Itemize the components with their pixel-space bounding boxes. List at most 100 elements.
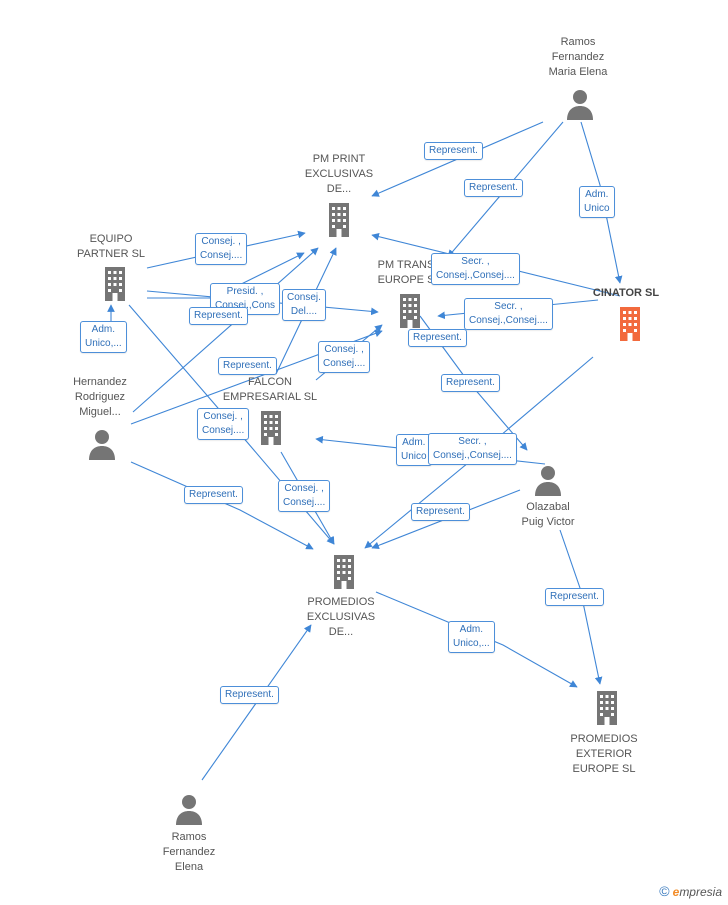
edge-label-line: Adm.	[459, 624, 484, 635]
edge-label[interactable]: Represent.	[441, 374, 500, 392]
edge-label-line: Presid. ,	[226, 286, 264, 297]
edge-label-line: Secr. ,	[461, 256, 490, 267]
edge-label[interactable]: Represent.	[545, 588, 604, 606]
node-label-line: CINATOR SL	[592, 287, 660, 299]
building-icon[interactable]	[100, 266, 130, 302]
edge-label[interactable]: Represent.	[464, 179, 523, 197]
edge-label-line: Adm.	[585, 189, 609, 200]
person-icon[interactable]	[565, 88, 595, 124]
node-label-line: EXCLUSIVAS	[304, 168, 374, 180]
edge-label[interactable]: Represent.	[220, 686, 279, 704]
main-building-icon[interactable]	[615, 306, 645, 342]
node-label-pm-print[interactable]: PM PRINT EXCLUSIVAS DE...	[274, 152, 404, 197]
edge-label-line: Represent.	[469, 182, 518, 193]
building-icon[interactable]	[329, 554, 359, 590]
brand-name: mpresia	[679, 885, 722, 899]
relationship-edge	[130, 461, 314, 550]
edge-label-line: Consej.,Consej....	[436, 270, 515, 281]
node-label-line: PARTNER SL	[76, 248, 146, 260]
relationship-edge	[132, 247, 319, 413]
node-label-cinator[interactable]: CINATOR SL	[561, 286, 691, 301]
node-label-promedios-ext[interactable]: PROMEDIOS EXTERIOR EUROPE SL	[539, 732, 669, 777]
node-label-line: PROMEDIOS	[570, 733, 638, 745]
edge-label-line: Del....	[290, 306, 318, 317]
node-label-line: DE...	[326, 183, 352, 195]
edge-label[interactable]: Adm.Unico	[396, 434, 432, 466]
node-label-line: Maria Elena	[548, 66, 608, 78]
edge-label-line: Consej.,Consej....	[433, 450, 512, 461]
node-label-line: EUROPE S	[377, 274, 435, 286]
node-label-line: DE...	[328, 626, 354, 638]
building-icon[interactable]	[592, 690, 622, 726]
node-label-line: Elena	[174, 861, 204, 873]
node-label-line: PM PRINT	[312, 153, 366, 165]
building-icon[interactable]	[395, 293, 425, 329]
edge-label[interactable]: Adm. Unico	[579, 186, 615, 218]
edge-label[interactable]: Consej. Del....	[282, 289, 326, 321]
edge-label[interactable]: Secr. , Consej.,Consej....	[428, 433, 517, 465]
edge-label[interactable]: Consej. , Consej....	[318, 341, 371, 373]
relationship-edge	[580, 121, 623, 284]
node-label-line: Fernandez	[551, 51, 605, 63]
person-icon[interactable]	[533, 464, 563, 500]
node-label-line: PM TRANS	[377, 259, 435, 271]
edge-label[interactable]: Consej. , Consej....	[197, 408, 250, 440]
node-label-line: Fernandez	[162, 846, 216, 858]
person-icon[interactable]	[87, 428, 117, 464]
node-label-pm-trans[interactable]: PM TRANS EUROPE S	[341, 258, 471, 288]
edge-label-line: Consej.	[287, 292, 321, 303]
node-label-line: Puig Victor	[521, 516, 575, 528]
edge-label[interactable]: Consej. ,Consej....	[278, 480, 331, 512]
building-icon[interactable]	[324, 202, 354, 238]
edge-label-line: Consej....	[323, 358, 366, 369]
edge-label[interactable]: Secr. ,Consej.,Consej....	[464, 298, 553, 330]
person-icon[interactable]	[174, 793, 204, 829]
edge-label-line: Consej.,Cons	[215, 300, 276, 311]
edge-label[interactable]: Represent.	[408, 329, 467, 347]
edge-label-line: Consej....	[202, 425, 245, 436]
node-label-line: EMPRESARIAL SL	[222, 391, 318, 403]
edge-label-line: Consej. ,	[203, 411, 243, 422]
edge-label-line: Represent.	[413, 332, 462, 343]
edge-label[interactable]: Represent.	[424, 142, 483, 160]
node-label-falcon[interactable]: FALCON EMPRESARIAL SL	[205, 375, 335, 405]
edge-label-line: Secr. ,	[458, 436, 487, 447]
edge-label[interactable]: Represent.	[411, 503, 470, 521]
edge-label[interactable]: Represent.	[189, 307, 248, 325]
edge-label[interactable]: Adm. Unico,...	[80, 321, 127, 353]
edge-label-line: Adm.	[91, 324, 116, 335]
node-label-line: Hernandez	[73, 376, 127, 388]
edge-label-line: Represent.	[429, 145, 478, 156]
edge-label[interactable]: Represent.	[184, 486, 243, 504]
edge-label-line: Unico,...	[453, 638, 490, 649]
edge-label-line: Represent.	[446, 377, 495, 388]
edge-label[interactable]: Adm. Unico,...	[448, 621, 495, 653]
node-label-line: Olazabal	[526, 501, 570, 513]
brand-mark: e	[672, 885, 680, 899]
building-icon[interactable]	[256, 410, 286, 446]
edge-label-line: Represent.	[194, 310, 243, 321]
node-label-line: Ramos	[560, 36, 596, 48]
empresia-logo: ©empresia	[659, 883, 722, 899]
node-label-line: EUROPE SL	[572, 763, 636, 775]
edge-label-line: Represent.	[225, 689, 274, 700]
edge-label[interactable]: Consej. ,Consej....	[195, 233, 248, 265]
edge-label-line: Unico	[584, 203, 610, 214]
node-label-line: EXTERIOR	[575, 748, 633, 760]
edge-label-line: Consej. ,	[201, 236, 241, 247]
edge-label-line: Represent.	[550, 591, 599, 602]
node-label-line: FALCON	[247, 376, 292, 388]
node-label-line: PROMEDIOS	[307, 596, 375, 608]
node-label-line: Ramos	[171, 831, 207, 843]
edge-label-line: Unico,...	[85, 338, 122, 349]
edge-label-line: Consej. ,	[324, 344, 364, 355]
edge-label[interactable]: Represent.	[218, 357, 277, 375]
edge-label[interactable]: Secr. , Consej.,Consej....	[431, 253, 520, 285]
edge-label-line: Represent.	[189, 489, 238, 500]
